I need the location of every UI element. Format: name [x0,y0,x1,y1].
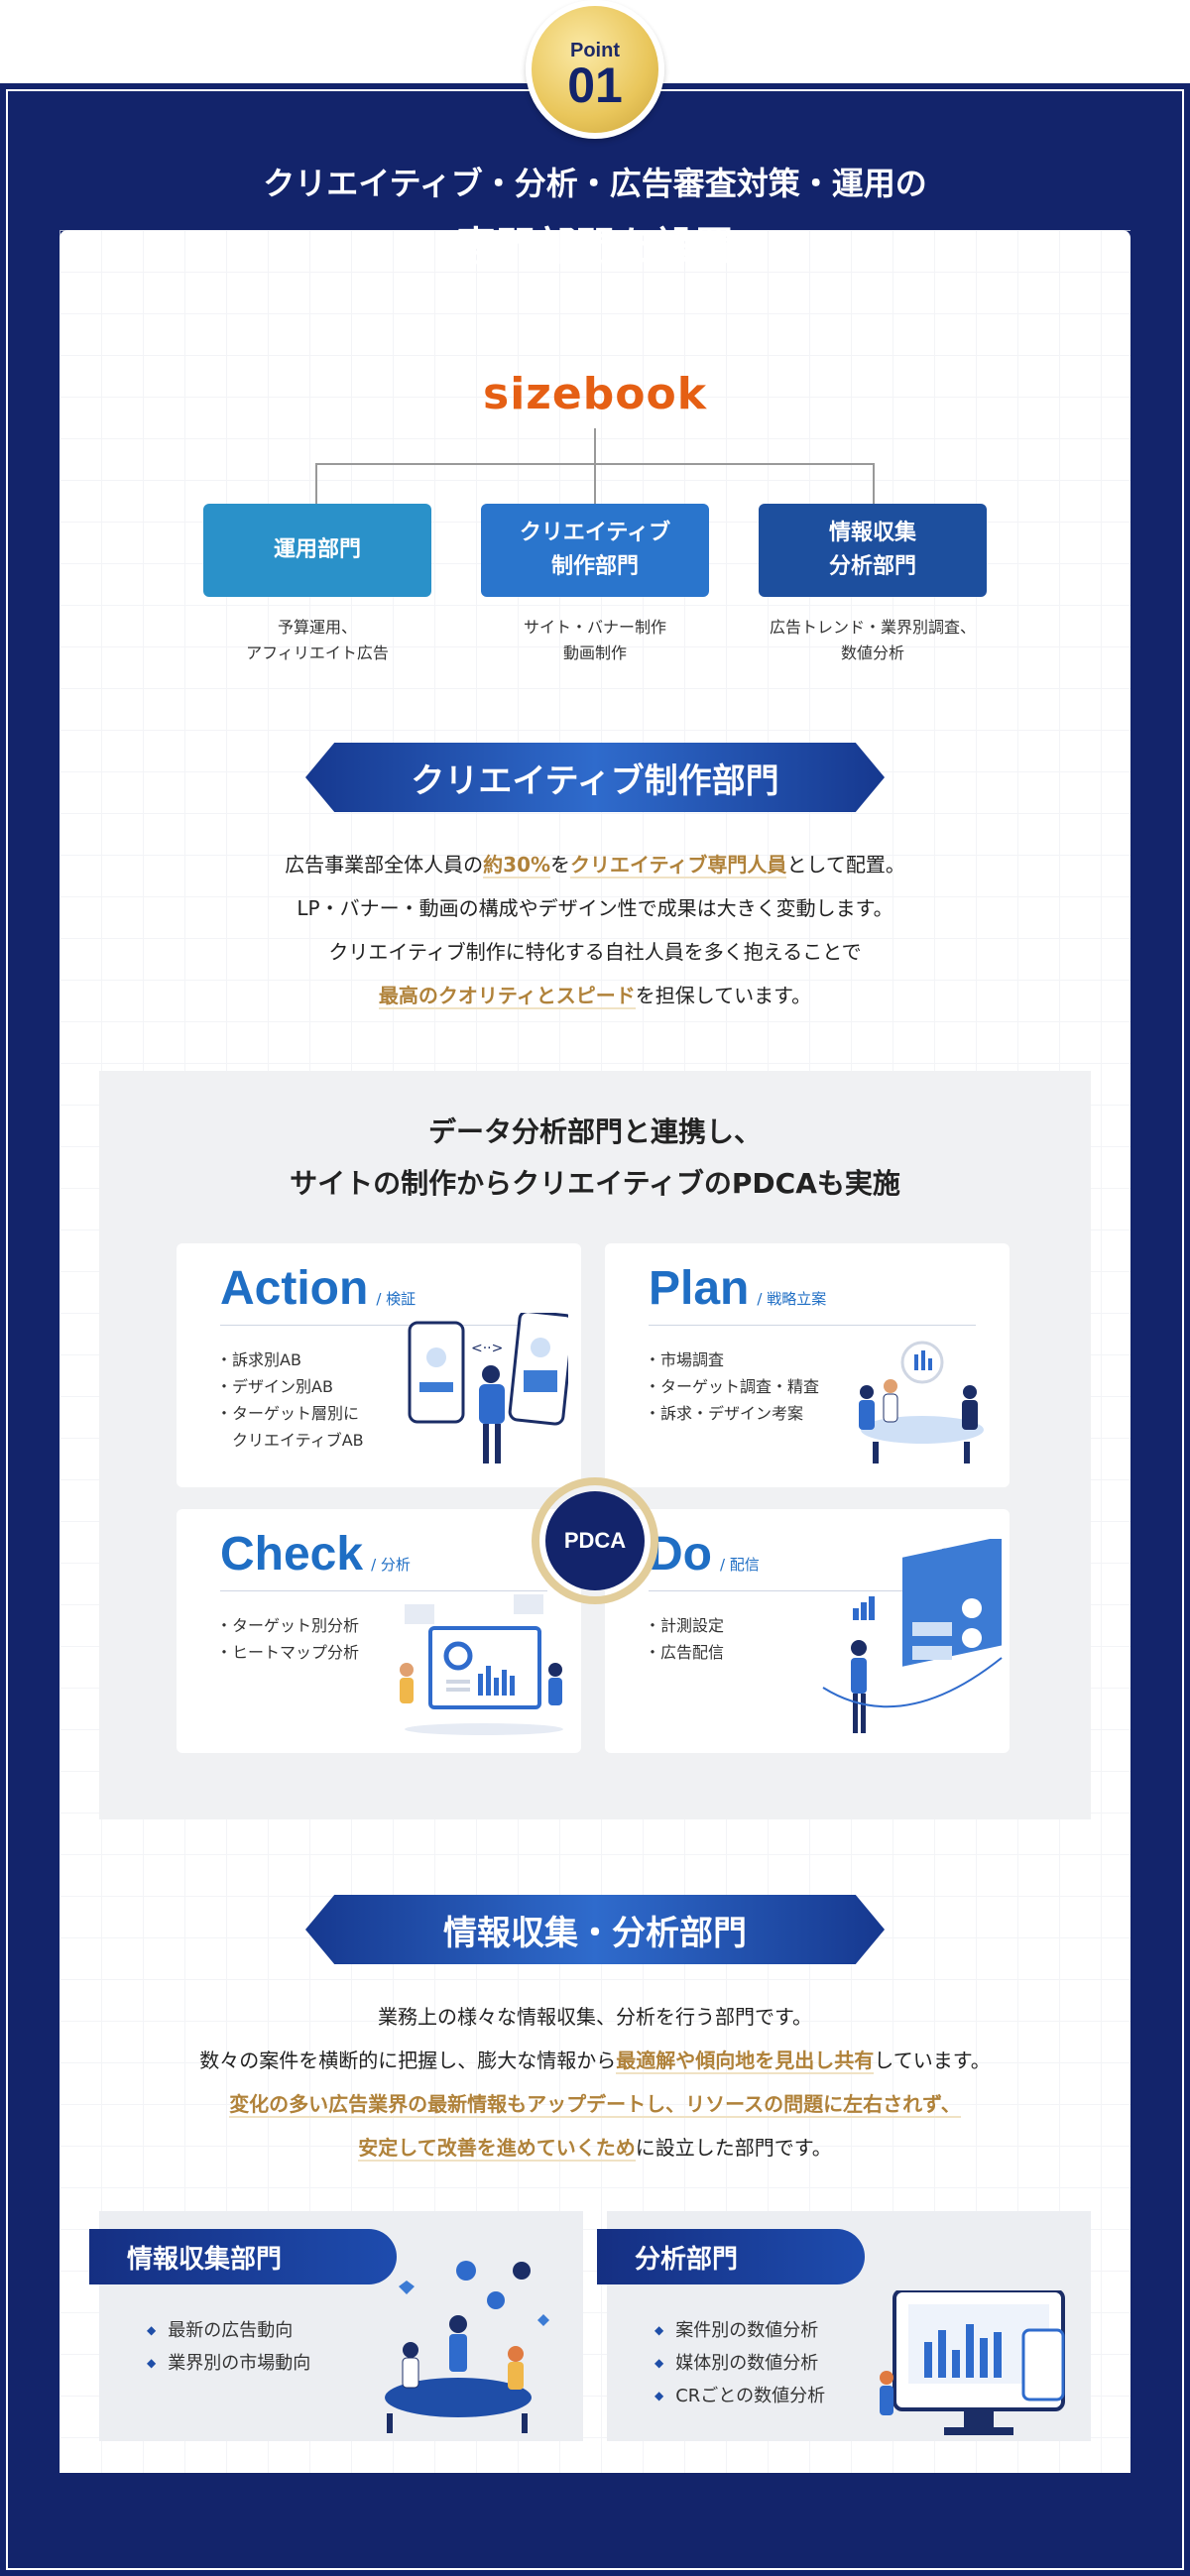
highlight-text: 最適解や傾向地を見出し共有 [616,2049,875,2074]
card-subtitle: / 分析 [371,1556,411,1574]
point-number: 01 [567,58,623,113]
section-heading-creative: クリエイティブ制作部門 [305,743,885,812]
dept-description: 予算運用、 アフィリエイト広告 [246,618,389,662]
point-label: Point [570,40,620,61]
highlight-text: 変化の多い広告業界の最新情報もアップデートし、リソースの問題に左右されず、 [229,2092,961,2118]
card-action: Action / 検証 ・訴求別AB ・デザイン別AB ・ターゲット層別に クリエ… [177,1243,581,1487]
svg-text:<··>: <··> [471,1341,503,1356]
card-list: ・市場調査 ・ターゲット調査・精査 ・訴求・デザイン考案 [645,1350,820,1423]
dept-label: 分析部門 [828,554,916,579]
analysis-illustration [400,1594,563,1735]
pdca-label: PDCA [545,1491,645,1590]
main-title-line2: 専門部門を設置 [456,224,734,270]
card-do: Do / 配信 ・計測設定 ・広告配信 [605,1509,1010,1753]
highlight-text: 約30% [483,853,551,878]
divider [220,1325,547,1326]
tree-connector [873,463,875,505]
dept-label: 情報収集 [828,521,916,545]
sub-dept-list: 最新の広告動向 業界別の市場動向 [147,2314,310,2380]
card-subtitle: / 検証 [376,1290,416,1308]
sub-dept-analysis: 分析部門 案件別の数値分析 媒体別の数値分析 CRごとの数値分析 [597,2211,1091,2441]
divider [649,1325,976,1326]
card-subtitle: / 配信 [719,1556,760,1574]
sub-dept-title: 分析部門 [597,2229,865,2284]
card-title: Check [220,1528,364,1581]
sub-dept-list: 案件別の数値分析 媒体別の数値分析 CRごとの数値分析 [654,2314,825,2412]
tree-connector [594,428,596,464]
delivery-illustration [822,1539,1003,1733]
highlight-text: クリエイティブ専門人員 [570,853,787,878]
highlight-text: 最高のクオリティとスピード [378,984,636,1009]
sub-dept-info-gathering: 情報収集部門 最新の広告動向 業界別の市場動向 [89,2211,583,2441]
dept-creative: クリエイティブ 制作部門 [481,504,709,597]
card-subtitle: / 戦略立案 [757,1290,827,1308]
dept-analysis: 情報収集 分析部門 [759,504,987,597]
card-list: ・訴求別AB ・デザイン別AB ・ターゲット層別に クリエイティブAB [216,1350,364,1450]
card-plan: Plan / 戦略立案 ・市場調査 ・ターゲット調査・精査 ・訴求・デザイン考案 [605,1243,1010,1487]
point-badge: Point 01 [526,0,664,139]
sizebook-logo: sizebook [483,369,707,419]
card-title: Plan [649,1262,750,1315]
card-check: Check / 分析 ・ターゲット別分析 ・ヒートマップ分析 [177,1509,581,1753]
pdca-cycle-badge: PDCA [532,1477,658,1604]
card-list: ・ターゲット別分析 ・ヒートマップ分析 [216,1616,360,1662]
pdca-title: サイトの制作からクリエイティブのPDCAも実施 [290,1167,900,1200]
card-title: Do [649,1528,712,1581]
pdca-panel: データ分析部門と連携し、 サイトの制作からクリエイティブのPDCAも実施 Act… [99,1071,1091,1819]
meeting-illustration [859,1341,984,1464]
sub-dept-title: 情報収集部門 [89,2229,397,2284]
analytics-monitor-illustration [880,2290,1065,2435]
divider [220,1590,547,1591]
pdca-title: データ分析部門と連携し、 [427,1115,762,1148]
tree-connector [315,463,317,505]
main-title-line1: クリエイティブ・分析・広告審査対策・運用の [263,165,927,202]
divider [649,1590,976,1591]
dept-label: 制作部門 [550,554,639,579]
dept-label: 運用部門 [273,537,361,562]
card-title: Action [220,1262,369,1315]
creative-description: 広告事業部全体人員の約30%をクリエイティブ専門人員として配置。 LP・バナー・… [285,853,905,1009]
dept-operations: 運用部門 [203,504,431,597]
section-heading-analysis: 情報収集・分析部門 [305,1895,885,1964]
card-list: ・計測設定 ・広告配信 [645,1616,725,1662]
ab-test-illustration: <··> [408,1313,568,1464]
dept-description: サイト・バナー制作 動画制作 [523,618,666,662]
highlight-text: 安定して改善を進めていくため [358,2136,636,2162]
tree-connector [594,463,596,505]
team-illustration [385,2261,549,2433]
analysis-description: 業務上の様々な情報収集、分析を行う部門です。 数々の案件を横断的に把握し、膨大な… [199,2005,991,2162]
dept-label: クリエイティブ [519,521,671,545]
dept-description: 広告トレンド・業界別調査、 数値分析 [769,618,976,662]
